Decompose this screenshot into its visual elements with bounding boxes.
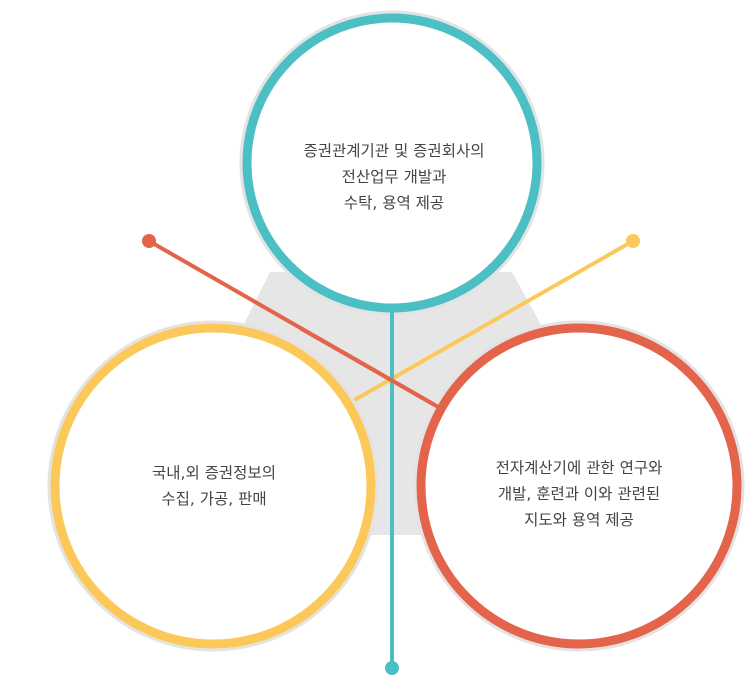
teal-connector-dot <box>385 661 399 675</box>
left-circle-text: 국내,외 증권정보의 수집, 가공, 판매 <box>60 460 368 512</box>
top-circle-line: 증권관계기관 및 증권회사의 <box>303 142 485 160</box>
right-circle-text: 전자계산기에 관한 연구와 개발, 훈련과 이와 관련된 지도와 용역 제공 <box>425 455 733 533</box>
right-circle-ring <box>416 323 742 649</box>
right-circle-line: 개발, 훈련과 이와 관련된 <box>497 485 661 503</box>
right-circle <box>413 320 745 652</box>
left-circle-line: 국내,외 증권정보의 <box>152 464 276 482</box>
top-circle-text: 증권관계기관 및 증권회사의 전산업무 개발과 수탁, 용역 제공 <box>240 138 548 216</box>
left-circle <box>47 320 379 652</box>
left-circle-ring <box>50 323 376 649</box>
yellow-connector-dot <box>626 234 640 248</box>
red-connector-dot <box>142 234 156 248</box>
right-circle-line: 지도와 용역 제공 <box>524 511 634 529</box>
red-connector-line-inner <box>299 326 441 410</box>
top-circle-line: 전산업무 개발과 <box>341 168 447 186</box>
left-circle-line: 수집, 가공, 판매 <box>161 490 267 508</box>
top-circle-line: 수탁, 용역 제공 <box>343 194 445 212</box>
right-circle-line: 전자계산기에 관한 연구와 <box>495 459 663 477</box>
